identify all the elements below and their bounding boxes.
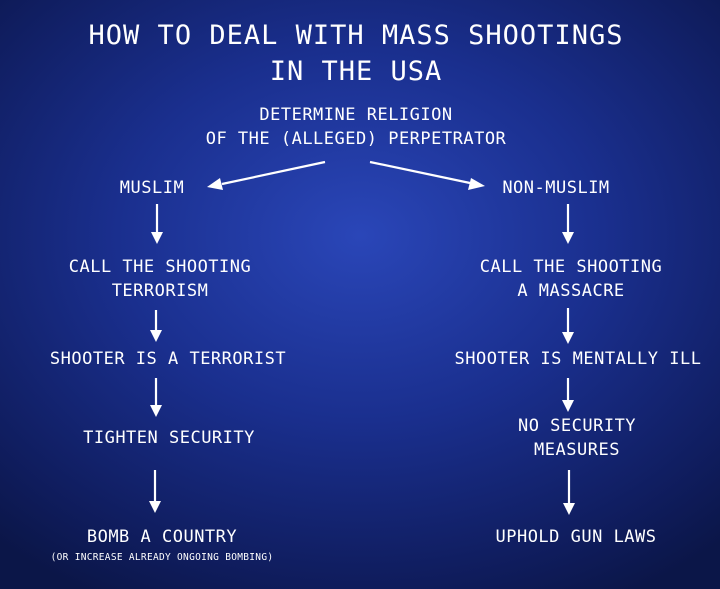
root-node-line-1: DETERMINE RELIGION [259,105,453,125]
arrow-right-3 [562,378,574,412]
root-node-line-2: OF THE (ALLEGED) PERPETRATOR [205,129,507,149]
arrow-right-2 [562,308,574,344]
arrow-left-4 [149,470,161,513]
left-step2: SHOOTER IS A TERRORIST [49,349,287,369]
title-line-2: IN THE USA [269,56,443,87]
right-step3-line-1: NO SECURITY [517,416,637,436]
left-step1-line-1: CALL THE SHOOTING [68,257,252,277]
arrow-root-to-non-muslim [369,160,485,190]
right-branch-label: NON-MUSLIM [502,178,610,198]
left-step3: TIGHTEN SECURITY [83,428,255,448]
left-step4: BOMB A COUNTRY [86,527,238,547]
left-branch-label: MUSLIM [119,178,185,198]
arrow-right-1 [562,204,574,244]
left-step1-line-2: TERRORISM [111,281,209,301]
arrow-left-3 [150,378,162,417]
right-step4: UPHOLD GUN LAWS [495,527,657,547]
arrow-left-1 [151,204,163,244]
right-step1-line-1: CALL THE SHOOTING [479,257,663,277]
arrow-root-to-muslim [207,160,326,190]
arrow-left-2 [150,310,162,342]
title-line-1: HOW TO DEAL WITH MASS SHOOTINGS [88,20,624,51]
arrow-right-4 [563,470,575,515]
right-step1-line-2: A MASSACRE [517,281,625,301]
left-step4-note: (OR INCREASE ALREADY ONGOING BOMBING) [50,552,274,563]
right-step3-line-2: MEASURES [534,440,620,460]
right-step2: SHOOTER IS MENTALLY ILL [454,349,702,369]
